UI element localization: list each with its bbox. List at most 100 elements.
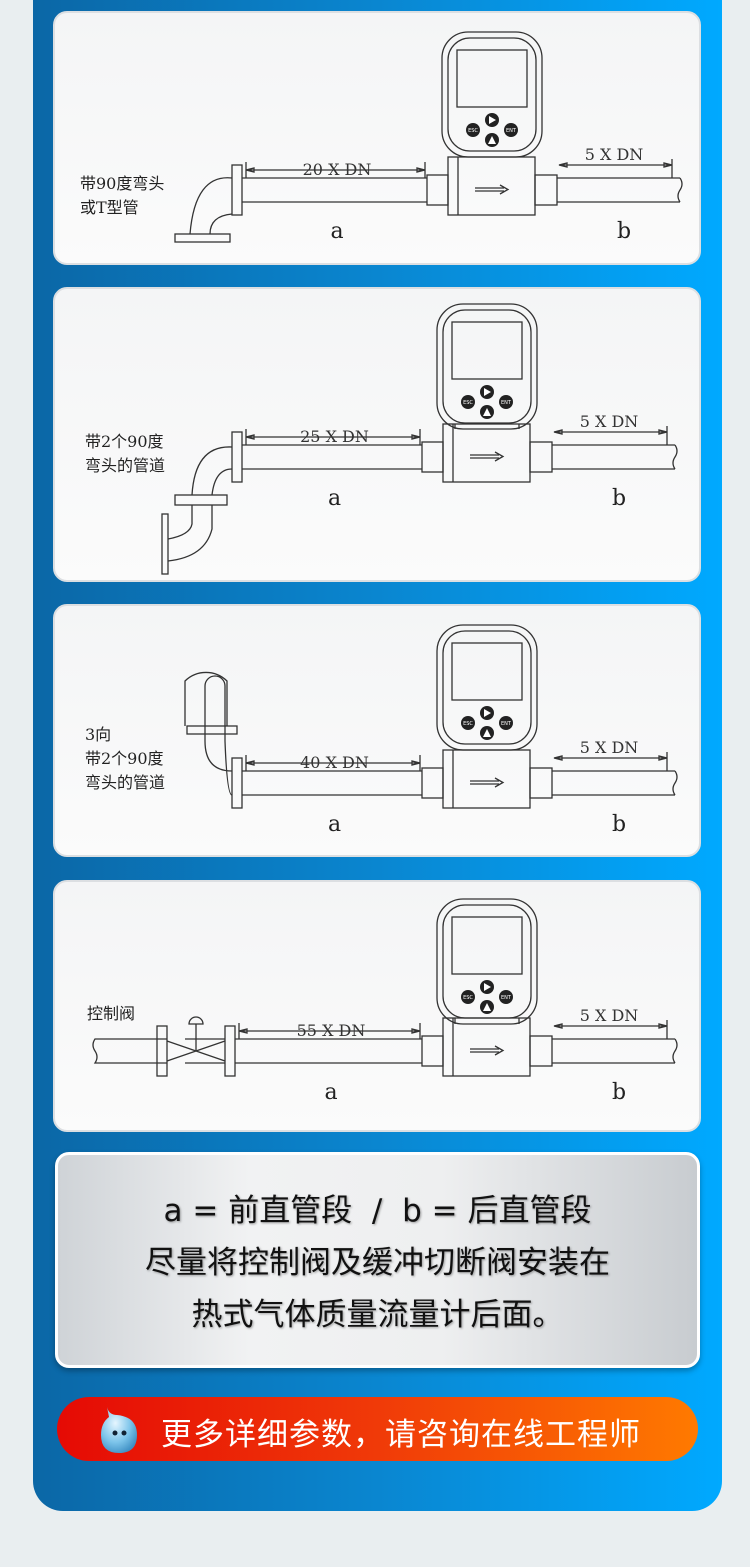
downstream-length-label: 5 X DN: [580, 738, 639, 757]
upstream-length-label: 20 X DN: [303, 160, 372, 179]
meter-body: [447, 156, 536, 216]
upstream-dimension-line: [245, 755, 421, 771]
right-arrow-icon: [489, 116, 496, 124]
downstream-length-label: 5 X DN: [580, 1006, 639, 1025]
diagram-panel-control-valve: ESC ENT 55 X DN 5 X DN a b 控制阀: [53, 880, 701, 1132]
esc-button: [461, 716, 475, 730]
upstream-pipe: [235, 1038, 422, 1064]
up-arrow-icon: [483, 408, 491, 416]
meter-neck: [454, 1018, 520, 1024]
segment-a-label: a: [328, 486, 341, 511]
ent-label: ENT: [501, 721, 512, 727]
lower-elbow: [167, 505, 213, 562]
upstream-pipe-section: [92, 1038, 225, 1064]
esc-label: ESC: [463, 995, 473, 1001]
meter-housing: [436, 898, 538, 1025]
segment-a-label: a: [324, 1080, 337, 1105]
upstream-dimension-line: [245, 162, 426, 178]
flange: [231, 164, 243, 216]
ent-label: ENT: [501, 400, 512, 406]
valve-actuator-icon: [188, 1016, 204, 1025]
explanation-box: a = 前直管段 / b = 后直管段 尽量将控制阀及缓冲切断阀安装在 热式气体…: [55, 1152, 700, 1368]
upstream-length-label: 40 X DN: [300, 753, 369, 772]
meter-housing-inner: [447, 37, 537, 152]
downstream-pipe: [552, 444, 678, 470]
upstream-pipe: [242, 177, 427, 203]
control-valve-icon: [166, 1024, 226, 1062]
ent-button: [499, 716, 513, 730]
elbow-rise: [204, 686, 233, 796]
mid-flange: [186, 725, 238, 735]
esc-button: [461, 990, 475, 1004]
inlet-connector: [426, 174, 449, 206]
meter-screen: [451, 642, 523, 701]
meter-screen: [451, 916, 523, 975]
right-arrow-icon: [484, 388, 491, 396]
downstream-dimension-line: [553, 1020, 668, 1039]
segment-b-label: b: [612, 1080, 626, 1105]
segment-a-label: a: [330, 219, 343, 244]
consult-engineer-label: 更多详细参数，请咨询在线工程师: [161, 1417, 641, 1453]
up-arrow-icon: [488, 136, 496, 144]
meter-body: [442, 749, 531, 809]
upstream-length-label: 55 X DN: [297, 1021, 366, 1040]
segment-a-label: a: [328, 812, 341, 837]
segment-b-label: b: [617, 219, 631, 244]
flow-arrow-icon: [470, 451, 505, 462]
upstream-pipe: [242, 444, 422, 470]
flow-arrow-icon: [470, 1045, 505, 1056]
consult-engineer-button[interactable]: 更多详细参数，请咨询在线工程师: [57, 1397, 698, 1461]
downstream-dimension-line: [553, 752, 668, 771]
meter-housing: [436, 303, 538, 430]
downstream-dimension-line: [558, 159, 673, 178]
downstream-length-label: 5 X DN: [585, 145, 644, 164]
explanation-line-1: a = 前直管段 / b = 后直管段: [163, 1193, 592, 1229]
fitting-label: 弯头的管道: [85, 456, 165, 475]
downstream-pipe: [552, 770, 678, 796]
outlet-connector: [529, 767, 553, 799]
esc-label: ESC: [463, 400, 473, 406]
inlet-connector: [421, 767, 444, 799]
outlet-connector: [534, 174, 558, 206]
segment-b-label: b: [612, 812, 626, 837]
explanation-line-2: 尽量将控制阀及缓冲切断阀安装在: [145, 1245, 610, 1281]
upper-elbow: [191, 446, 233, 496]
downstream-pipe: [552, 1038, 678, 1064]
elbow-fitting: [189, 177, 233, 235]
flange: [224, 1025, 236, 1077]
upstream-pipe: [242, 770, 422, 796]
upstream-dimension-line: [245, 429, 421, 445]
meter-screen: [456, 49, 528, 108]
meter-housing-inner: [442, 630, 532, 745]
ent-label: ENT: [501, 995, 512, 1001]
fitting-label: 控制阀: [87, 1004, 135, 1023]
inlet-connector: [421, 441, 444, 473]
middle-flange: [174, 494, 228, 506]
meter-neck: [454, 424, 520, 429]
fitting-label: 3向: [85, 725, 111, 744]
esc-label: ESC: [468, 128, 478, 134]
up-arrow-icon: [483, 1003, 491, 1011]
valve-inlet-flange: [156, 1025, 168, 1077]
esc-label: ESC: [463, 721, 473, 727]
flange: [231, 757, 243, 809]
fitting-label: 带2个90度: [85, 749, 164, 768]
meter-screen: [451, 321, 523, 380]
ent-label: ENT: [506, 128, 517, 134]
downstream-dimension-line: [553, 426, 668, 445]
fitting-label: 带90度弯头: [80, 174, 164, 193]
ent-button: [504, 123, 518, 137]
chat-droplet-icon: [101, 1407, 137, 1453]
esc-button: [466, 123, 480, 137]
right-arrow-icon: [484, 709, 491, 717]
fitting-label: 带2个90度: [85, 432, 164, 451]
upstream-length-label: 25 X DN: [300, 427, 369, 446]
installation-diagram: ESC ENT 55 X DN 5 X DN a b 控制阀: [87, 898, 678, 1105]
meter-body: [442, 423, 531, 483]
